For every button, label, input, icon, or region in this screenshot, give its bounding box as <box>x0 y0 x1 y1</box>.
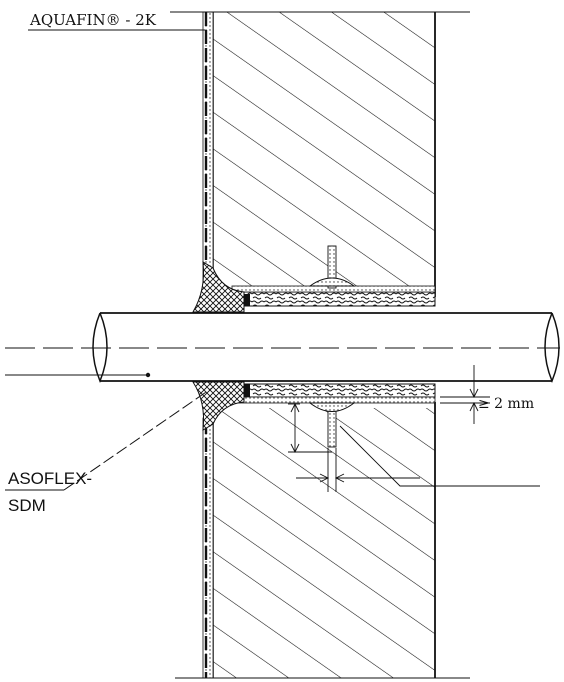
gap-label: ≥ 2 mm <box>478 396 534 412</box>
sealant-label-line2: SDM <box>8 496 46 515</box>
pipe <box>5 312 560 383</box>
lower-wall <box>202 402 436 679</box>
upper-wall <box>202 11 436 297</box>
lower-insulation-sleeve <box>231 383 436 448</box>
lower-sealant-fillet <box>192 381 245 431</box>
gap-dimension <box>440 365 490 424</box>
joint-width-dimension <box>296 425 540 492</box>
sealant-label-line1: ASOFLEX- <box>8 469 92 488</box>
upper-sealant-fillet <box>192 261 245 313</box>
coating-label: AQUAFIN® - 2K <box>29 11 157 29</box>
sealant-leader-line <box>63 387 213 491</box>
joint-depth-dimension <box>288 402 332 454</box>
